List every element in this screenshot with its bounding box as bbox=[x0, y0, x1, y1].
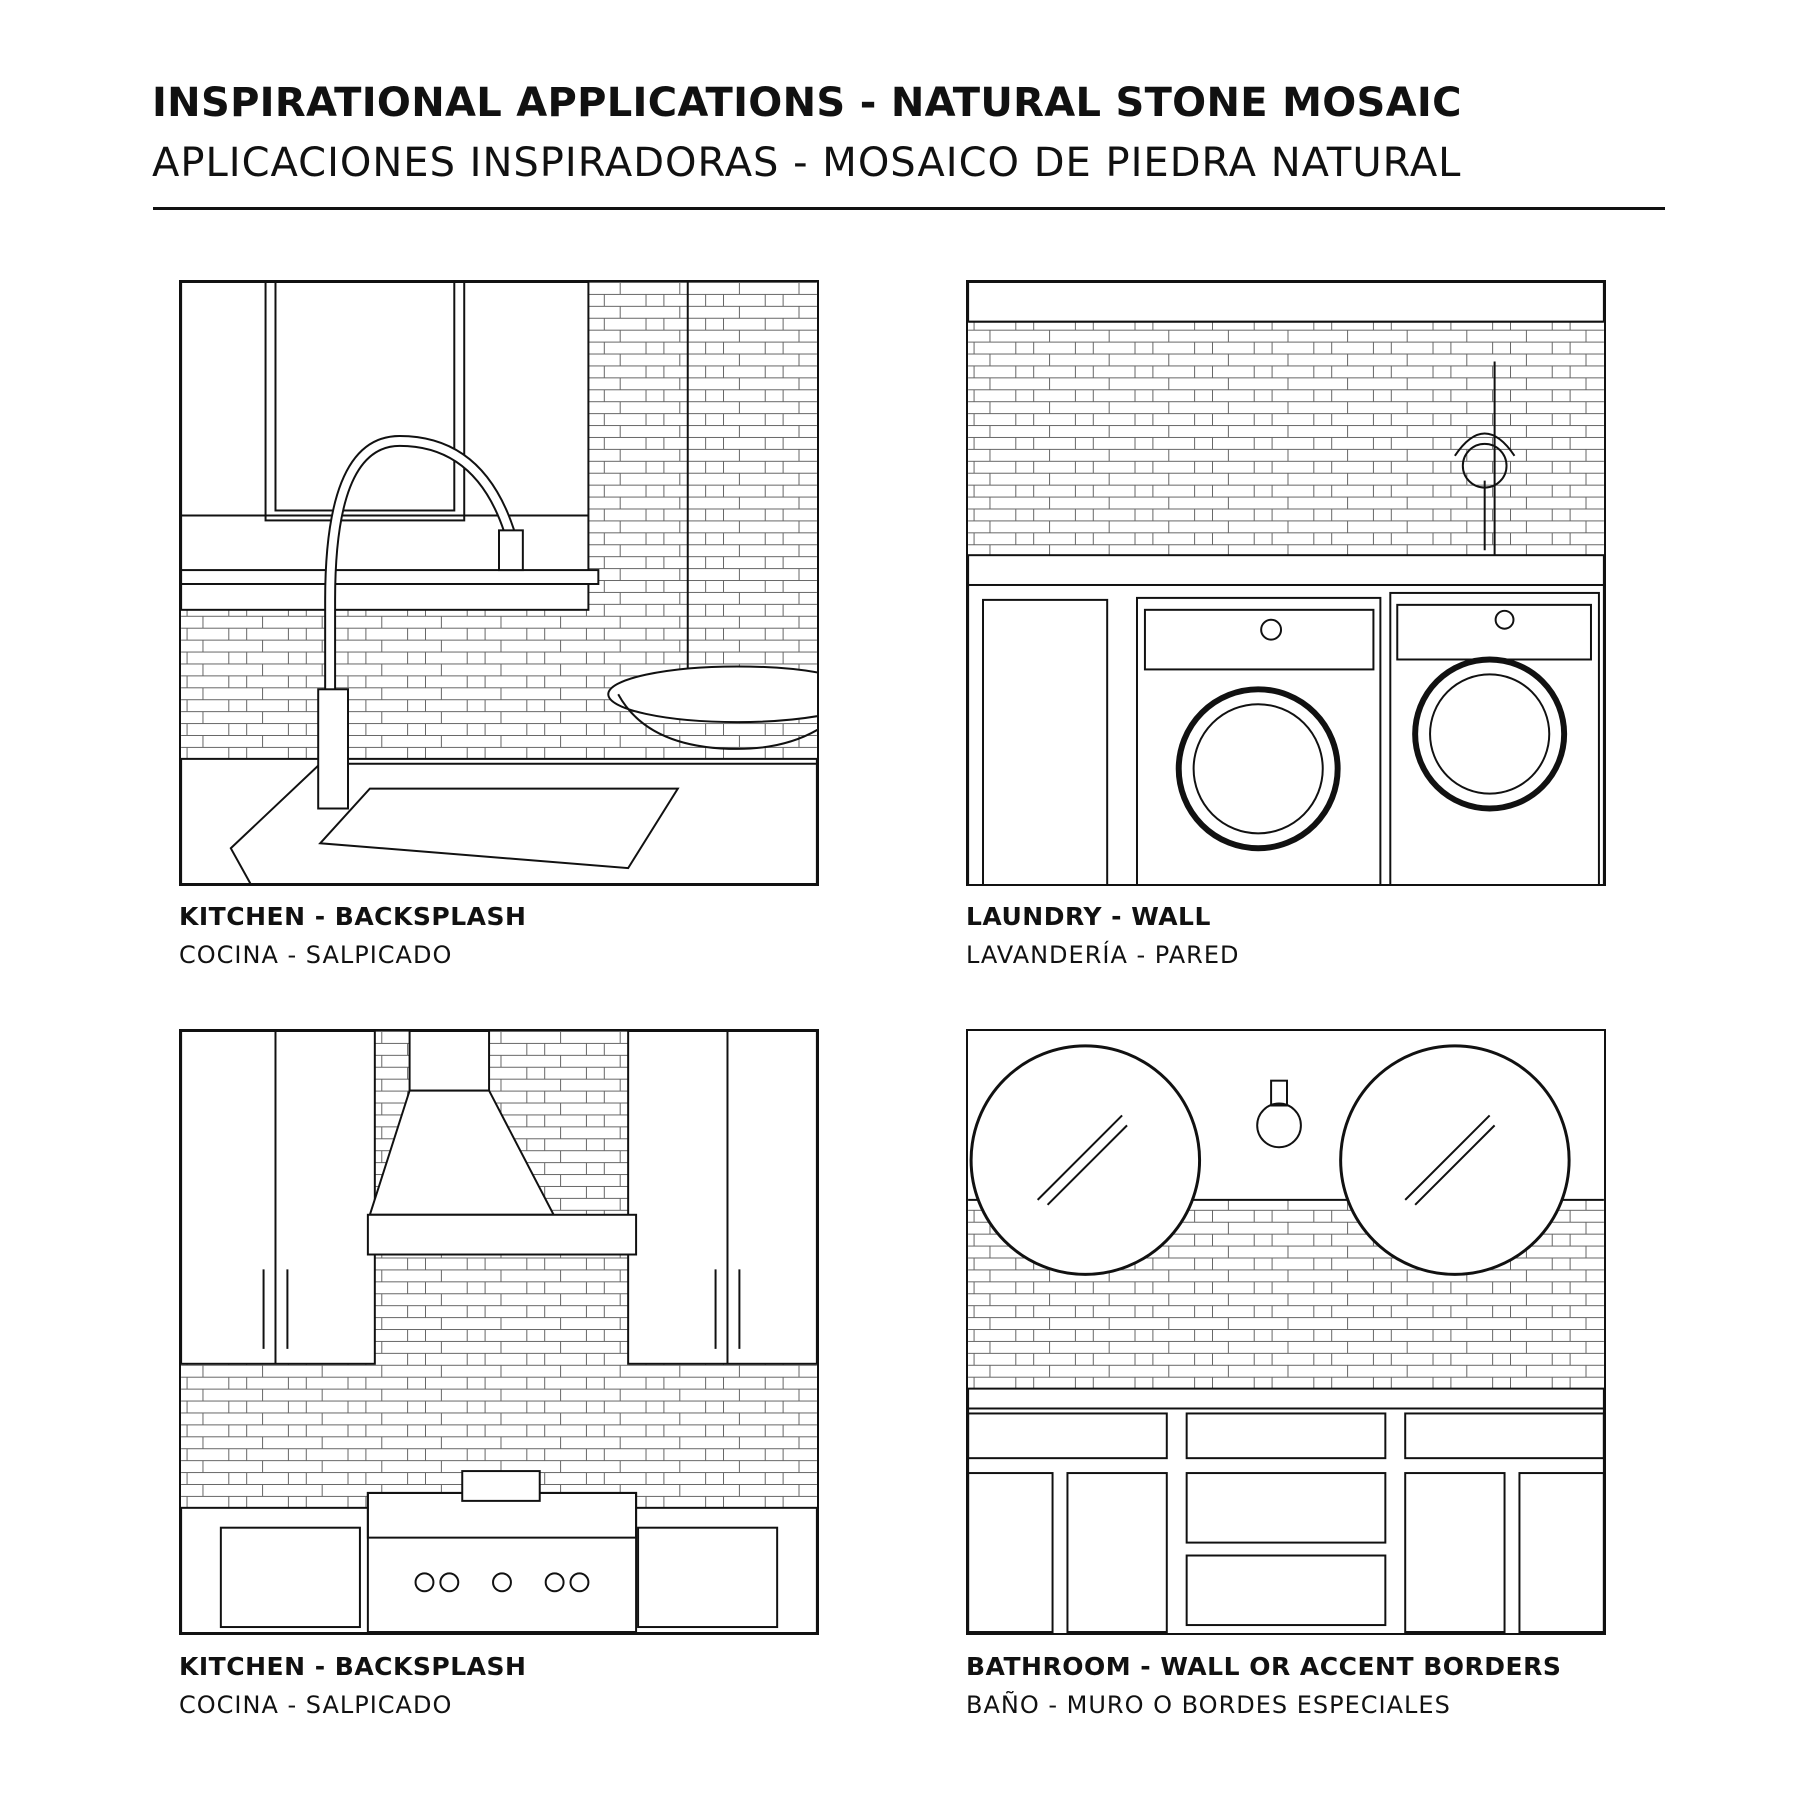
caption-bathroom-wall: BATHROOM - WALL OR ACCENT BORDERS BAÑO -… bbox=[966, 1652, 1561, 1719]
caption-spanish: COCINA - SALPICADO bbox=[179, 941, 453, 969]
title-divider bbox=[153, 207, 1665, 210]
bathroom-illustration bbox=[966, 1029, 1606, 1635]
page-title: INSPIRATIONAL APPLICATIONS - NATURAL STO… bbox=[152, 80, 1462, 126]
kitchen-faucet-illustration bbox=[179, 280, 819, 886]
caption-spanish: BAÑO - MURO O BORDES ESPECIALES bbox=[966, 1691, 1451, 1719]
caption-english: LAUNDRY - WALL bbox=[966, 902, 1211, 931]
caption-english: KITCHEN - BACKSPLASH bbox=[179, 902, 527, 931]
caption-spanish: COCINA - SALPICADO bbox=[179, 1691, 453, 1719]
kitchen-range-hood-illustration bbox=[179, 1029, 819, 1635]
page-subtitle: APLICACIONES INSPIRADORAS - MOSAICO DE P… bbox=[152, 140, 1462, 186]
caption-spanish: LAVANDERÍA - PARED bbox=[966, 941, 1240, 969]
caption-english: BATHROOM - WALL OR ACCENT BORDERS bbox=[966, 1652, 1562, 1681]
laundry-illustration bbox=[966, 280, 1606, 886]
caption-kitchen-backsplash-1: KITCHEN - BACKSPLASH COCINA - SALPICADO bbox=[179, 902, 526, 969]
caption-laundry-wall: LAUNDRY - WALL LAVANDERÍA - PARED bbox=[966, 902, 1239, 969]
caption-kitchen-backsplash-2: KITCHEN - BACKSPLASH COCINA - SALPICADO bbox=[179, 1652, 526, 1719]
caption-english: KITCHEN - BACKSPLASH bbox=[179, 1652, 527, 1681]
